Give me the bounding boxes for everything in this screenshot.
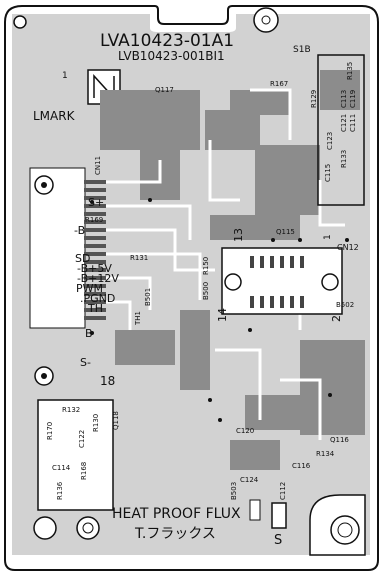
mount-hole-bottom-right-inner [337,522,353,538]
cn11-pin-s-plus: S+ [88,196,104,209]
label-b502: B502 [336,301,354,309]
small-pad [249,499,261,521]
cn11-pin-sd: SD [75,252,90,265]
mount-hole-top-right-inner [261,15,271,25]
cn12-pin-2: 2 [330,315,343,322]
bottom-left-component-box [37,399,114,511]
cn11-pin-th: TH [87,302,103,315]
label-r167: R167 [270,80,288,88]
label-b500: B500 [202,282,210,300]
label-t-flux: T.フラックス [134,526,216,542]
mount-hole-top-left [13,15,27,29]
label-c120: C120 [236,427,254,435]
label-s-bottom: S [274,533,282,548]
label-r133: R133 [340,150,348,168]
label-c124: C124 [240,476,259,484]
label-r136: R136 [56,481,64,500]
cn11-hole-top-dot [41,182,47,188]
part-number-1: LVA10423-01A1 [100,31,234,51]
cn11-pin-b: B [85,327,93,340]
label-r135: R135 [346,62,354,80]
s1b-component-box [317,54,365,206]
label-c121: C121 [340,114,348,132]
label-q116: Q116 [330,436,349,444]
label-c116: C116 [292,462,311,470]
cn11-label: CN11 [94,156,102,175]
label-q118: Q118 [112,411,120,430]
label-r130: R130 [92,414,100,432]
n-logo-glyph [93,74,115,100]
label-th1: TH1 [134,311,142,326]
label-q117: Q117 [155,86,174,94]
cn11-silkscreen-area [29,167,86,329]
cn11-hole-bottom-dot [41,373,47,379]
cn11-pads [84,180,106,320]
label-c112: C112 [279,482,287,500]
cn11-pin-s-minus: S- [80,356,91,369]
label-c111: C111 [349,114,357,132]
cn12-label: CN12 [337,243,359,252]
copper-regions [100,70,365,470]
label-lmark: LMARK [33,109,76,123]
cn11-pin-pgnd: .PGND [80,292,115,305]
vias [90,198,349,422]
s-pad [271,502,287,529]
label-c114: C114 [52,464,71,472]
mount-hole-bottom-center-inner [82,522,94,534]
label-b503: B503 [230,482,238,500]
cn12-pin-1: 1 [323,234,333,240]
label-r129: R129 [310,90,318,108]
label-c113: C113 [340,90,348,108]
cn11-pin-b-plus-5v: -B+5V [77,262,112,275]
cn12-pads [250,256,304,308]
label-c122: C122 [78,430,86,448]
cn12-pin-14: 14 [216,308,229,322]
cn12-hole-left [224,273,242,291]
label-s1b: S1B [293,45,311,55]
mount-hole-bottom-left [33,516,57,540]
label-r168: R168 [80,462,88,480]
cn11-pin-b-plus-12v: -B+12V [77,272,119,285]
label-c115: C115 [324,164,332,182]
label-heat-proof-flux: HEAT PROOF FLUX [112,506,241,522]
label-b501: B501 [144,288,152,306]
label-r150: R150 [202,257,210,275]
cn11-pin-18: 18 [100,374,115,388]
label-c119: C119 [349,90,357,108]
cn11-pin-minus-b: -B [74,224,85,237]
label-q115: Q115 [276,228,295,236]
label-1: 1 [62,71,68,81]
label-r131: R131 [130,254,148,262]
part-number-2: LVB10423-001BI1 [118,49,225,63]
cn12-hole-right [321,273,339,291]
label-c123: C123 [326,132,334,150]
cn11-pin-pwm: PWM [76,282,103,295]
cn12-pin-13: 13 [232,228,245,242]
label-r170: R170 [46,422,54,440]
label-r132: R132 [62,406,80,414]
label-r169: R169 [85,216,103,224]
label-r134: R134 [316,450,335,458]
